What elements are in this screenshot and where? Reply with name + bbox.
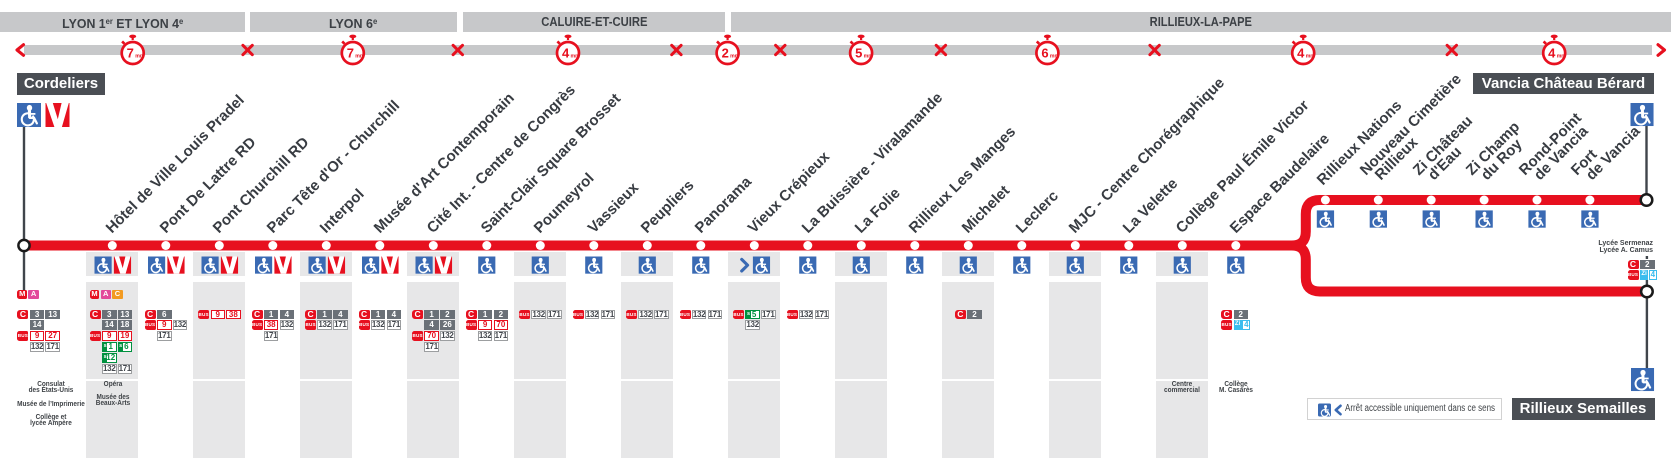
svg-text:4: 4	[1548, 46, 1556, 61]
svg-text:mn: mn	[730, 53, 738, 59]
svg-text:4: 4	[1297, 46, 1305, 61]
svg-text:7: 7	[127, 46, 134, 61]
svg-text:mn: mn	[1557, 53, 1565, 59]
svg-text:7: 7	[347, 46, 354, 61]
svg-text:mn: mn	[355, 53, 363, 59]
svg-text:mn: mn	[1050, 53, 1058, 59]
svg-text:6: 6	[1041, 46, 1048, 61]
svg-text:5: 5	[855, 46, 862, 61]
svg-text:2: 2	[722, 46, 729, 61]
svg-text:mn: mn	[864, 53, 872, 59]
svg-text:4: 4	[562, 46, 570, 61]
svg-text:mn: mn	[571, 53, 579, 59]
svg-text:mn: mn	[1306, 53, 1314, 59]
svg-text:mn: mn	[135, 53, 143, 59]
